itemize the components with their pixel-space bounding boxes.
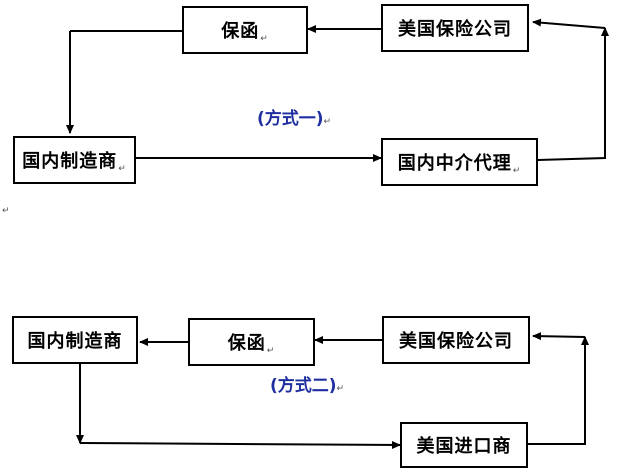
label-us-insurer-2: 美国保险公司 <box>399 331 513 352</box>
arrow-to-us-insurer-2 <box>532 332 586 341</box>
box-us-insurer-2: 美国保险公司 <box>382 316 530 364</box>
label-guarantee-2: 保函 <box>227 333 266 354</box>
label-domestic-manufacturer-1: 国内制造商 <box>22 151 118 172</box>
label-us-insurer-1: 美国保险公司 <box>398 19 512 40</box>
label-guarantee-1: 保函 <box>221 21 260 42</box>
caption-method-2: (方式二)↵ <box>270 376 345 396</box>
arrow-to-importer <box>79 440 401 449</box>
paragraph-mark: ↵ <box>2 206 10 216</box>
box-us-importer: 美国进口商 <box>400 422 528 468</box>
caption-method-1-text: (方式一) <box>257 109 324 129</box>
box-guarantee-2: 保函↵ <box>188 318 315 366</box>
label-domestic-manufacturer-2: 国内制造商 <box>27 331 123 352</box>
arrow-importer-up <box>528 336 589 445</box>
arrow-to-us-insurer-1 <box>532 18 606 29</box>
caption-method-1: (方式一)↵ <box>257 109 332 129</box>
box-guarantee-1: 保函↵ <box>182 6 308 54</box>
caption-method-2-text: (方式二) <box>270 376 337 396</box>
box-domestic-manufacturer-1: 国内制造商↵ <box>13 136 136 184</box>
label-domestic-agent: 国内中介代理 <box>397 153 512 174</box>
box-domestic-manufacturer-2: 国内制造商 <box>12 316 138 364</box>
box-us-insurer-1: 美国保险公司 <box>381 4 529 52</box>
box-domestic-agent: 国内中介代理↵ <box>381 138 538 186</box>
label-us-importer: 美国进口商 <box>416 436 512 457</box>
arrow-agent-up-1 <box>537 27 609 161</box>
